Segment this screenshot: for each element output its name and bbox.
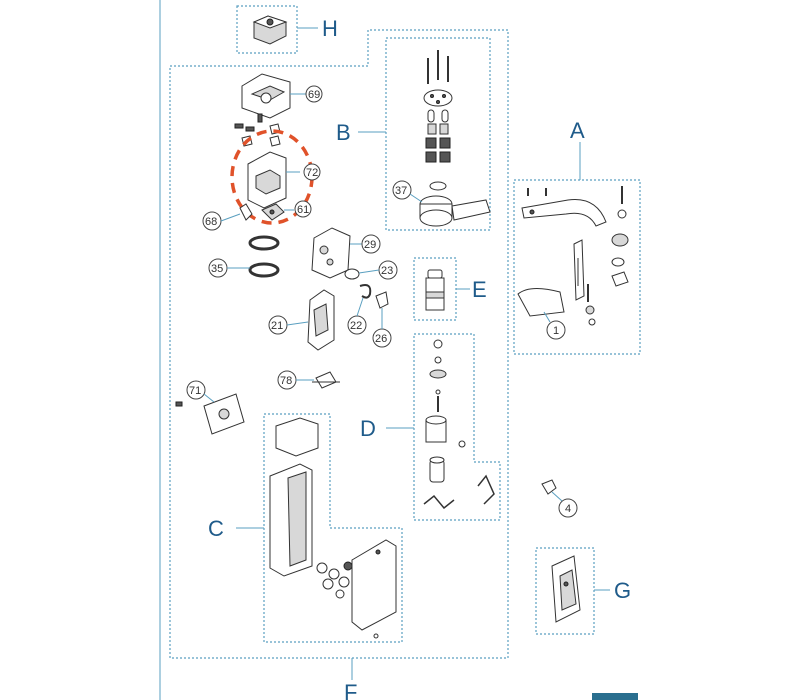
callout-4: 4 [565, 503, 571, 515]
callout-29: 29 [364, 239, 376, 251]
part-1-cover: 1 [517, 288, 566, 340]
callout-26: 26 [375, 333, 387, 345]
group-a-frame [513, 179, 641, 355]
part-69-housing: 69 [241, 73, 323, 119]
group-h: H [236, 5, 338, 54]
part-61-clip: 61 [261, 200, 312, 221]
group-label-b: B [336, 120, 351, 145]
callout-21: 21 [271, 320, 283, 332]
group-d-frame [413, 333, 501, 521]
part-d-wires [423, 474, 495, 510]
callout-23: 23 [381, 265, 393, 277]
callout-1: 1 [553, 325, 559, 337]
group-c-frame [263, 413, 403, 643]
callout-78: 78 [280, 375, 292, 387]
group-d: D [360, 333, 501, 521]
part-23-washer: 23 [344, 260, 398, 280]
part-b-bolts [427, 50, 449, 84]
small-screws [234, 113, 281, 147]
part-a-washers [611, 209, 629, 287]
part-a-rod [573, 239, 596, 326]
part-c-cover-plate [351, 539, 397, 639]
group-g: G [535, 547, 631, 635]
part-h-cap [252, 15, 288, 45]
group-b-frame [385, 37, 491, 231]
group-f-frame [169, 29, 509, 659]
group-c: C [208, 413, 403, 643]
group-h-frame [236, 5, 298, 54]
callout-61: 61 [297, 204, 309, 216]
part-b-ring [429, 181, 447, 191]
part-e-cylinder [425, 269, 445, 311]
part-b-links [427, 109, 449, 135]
callout-22: 22 [350, 320, 362, 332]
part-d-motor [425, 415, 466, 448]
part-c-column [269, 463, 313, 577]
part-78-bracket: 78 [277, 370, 340, 390]
group-label-g: G [614, 578, 631, 603]
part-71-plate: 71 [175, 380, 245, 435]
part-b-rollers [425, 137, 451, 163]
callout-72: 72 [306, 167, 318, 179]
part-c-bearings [316, 561, 353, 599]
group-label-f: F [344, 680, 357, 700]
callout-35: 35 [211, 263, 223, 275]
group-f: F [169, 29, 509, 700]
part-37-collar: 37 [392, 180, 491, 227]
group-label-a: A [570, 118, 585, 143]
group-label-h: H [322, 16, 338, 41]
group-e: E [413, 257, 487, 321]
part-26-tab: 26 [372, 291, 392, 348]
part-g-board [551, 555, 581, 623]
part-d-sensor [429, 456, 445, 483]
part-a-screws [527, 186, 623, 204]
part-4-cap: 4 [541, 479, 578, 518]
group-g-frame [535, 547, 595, 635]
group-label-c: C [208, 516, 224, 541]
callout-37: 37 [395, 185, 407, 197]
group-label-e: E [472, 277, 487, 302]
part-b-flange [423, 89, 453, 107]
callout-69: 69 [308, 89, 320, 101]
part-68-latch: 68 [202, 203, 253, 231]
part-seals: 35 [208, 235, 280, 278]
part-29-block: 29 [311, 227, 381, 279]
group-a: A 1 [513, 118, 641, 355]
part-a-arm [521, 198, 607, 227]
part-c-cover [275, 417, 319, 457]
part-d-stack [429, 339, 447, 412]
callout-68: 68 [205, 216, 217, 228]
callout-71: 71 [189, 385, 201, 397]
part-22-clip: 22 [347, 284, 372, 335]
part-72-bracket: 72 [230, 129, 321, 225]
bottom-bar [592, 693, 638, 700]
group-label-d: D [360, 416, 376, 441]
group-b: B [336, 37, 491, 231]
part-21-body: 21 [268, 289, 335, 351]
